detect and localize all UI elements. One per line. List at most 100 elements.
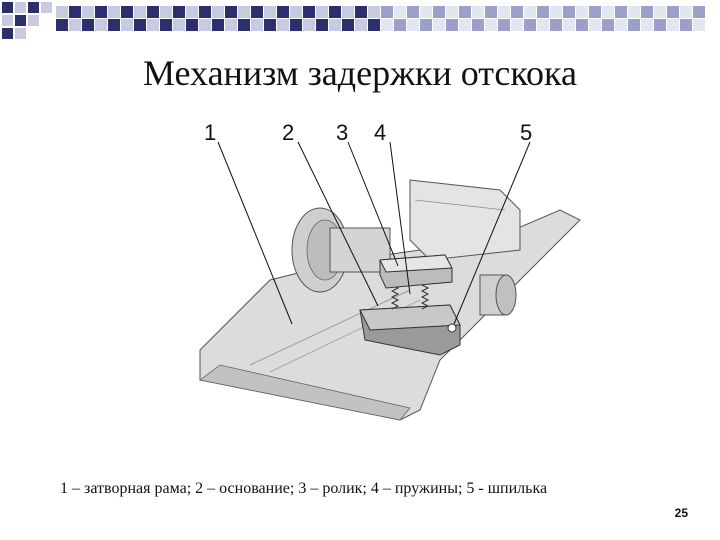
figure-caption: 1 – затворная рама; 2 – основание; 3 – р… — [60, 480, 548, 497]
checker-square — [342, 6, 354, 18]
checker-square — [264, 19, 276, 31]
checker-square — [394, 19, 406, 31]
checker-square — [628, 6, 640, 18]
checker-square — [563, 6, 575, 18]
checker-square — [524, 6, 536, 18]
checker-square — [576, 19, 588, 31]
checker-square — [537, 19, 549, 31]
checker-square — [69, 6, 81, 18]
checker-square — [186, 6, 198, 18]
checker-square — [368, 19, 380, 31]
page-number: 25 — [674, 506, 688, 520]
checker-square — [56, 6, 68, 18]
checker-square — [667, 6, 679, 18]
checker-square — [654, 19, 666, 31]
checker-square — [277, 6, 289, 18]
checker-square — [368, 6, 380, 18]
checker-square — [602, 6, 614, 18]
checker-square — [212, 6, 224, 18]
checker-square — [420, 19, 432, 31]
checker-square — [693, 19, 705, 31]
checker-square — [238, 6, 250, 18]
checker-square — [641, 6, 653, 18]
checker-square — [342, 19, 354, 31]
checker-square — [589, 6, 601, 18]
checker-square — [589, 19, 601, 31]
checker-square — [160, 19, 172, 31]
checker-square — [95, 19, 107, 31]
checker-square — [212, 19, 224, 31]
checker-square — [199, 6, 211, 18]
checker-square — [459, 19, 471, 31]
checker-square — [82, 19, 94, 31]
checker-square — [654, 6, 666, 18]
callout-5: 5 — [520, 120, 532, 145]
checker-square — [381, 19, 393, 31]
checker-square — [173, 19, 185, 31]
checker-square — [108, 19, 120, 31]
checker-pattern-decoration — [2, 2, 705, 39]
checker-square — [134, 19, 146, 31]
checker-square — [147, 19, 159, 31]
checker-square — [641, 19, 653, 31]
checker-square — [277, 19, 289, 31]
callout-1: 1 — [204, 120, 216, 145]
callout-4: 4 — [374, 120, 386, 145]
checker-square — [407, 6, 419, 18]
checker-square — [303, 19, 315, 31]
checker-square — [407, 19, 419, 31]
checker-square — [173, 6, 185, 18]
checker-square — [550, 19, 562, 31]
checker-square — [433, 6, 445, 18]
pin — [447, 323, 457, 333]
checker-square — [459, 6, 471, 18]
checker-square — [446, 6, 458, 18]
checker-square — [524, 19, 536, 31]
checker-square — [329, 19, 341, 31]
springs — [390, 284, 430, 310]
checker-square — [329, 6, 341, 18]
checker-square — [511, 19, 523, 31]
checker-square — [303, 6, 315, 18]
checker-square — [420, 6, 432, 18]
checker-square — [108, 6, 120, 18]
checker-square — [537, 6, 549, 18]
checker-square — [511, 6, 523, 18]
checker-square — [472, 6, 484, 18]
checker-square — [134, 6, 146, 18]
checker-square — [95, 6, 107, 18]
checker-square — [667, 19, 679, 31]
checker-square — [251, 19, 263, 31]
checker-square — [290, 19, 302, 31]
checker-square — [82, 6, 94, 18]
checker-square — [355, 19, 367, 31]
checker-square — [485, 6, 497, 18]
checker-square — [186, 19, 198, 31]
checker-square — [472, 19, 484, 31]
checker-square — [121, 6, 133, 18]
slide-title: Механизм задержки отскока — [143, 53, 577, 93]
checker-square — [238, 19, 250, 31]
checker-square — [550, 6, 562, 18]
checker-square — [680, 19, 692, 31]
checker-square — [563, 19, 575, 31]
checker-square — [381, 6, 393, 18]
checker-square — [693, 6, 705, 18]
checker-square — [225, 6, 237, 18]
callout-2: 2 — [282, 120, 294, 145]
checker-square — [225, 19, 237, 31]
checker-square — [56, 19, 68, 31]
checker-square — [199, 19, 211, 31]
checker-square — [680, 6, 692, 18]
checker-square — [147, 6, 159, 18]
checker-square — [316, 19, 328, 31]
checker-square — [316, 6, 328, 18]
mechanism-diagram: 1 2 3 4 5 — [199, 120, 581, 421]
checker-square — [290, 6, 302, 18]
checker-square — [576, 6, 588, 18]
checker-square — [615, 19, 627, 31]
checker-square — [121, 19, 133, 31]
checker-square — [264, 6, 276, 18]
checker-square — [602, 19, 614, 31]
